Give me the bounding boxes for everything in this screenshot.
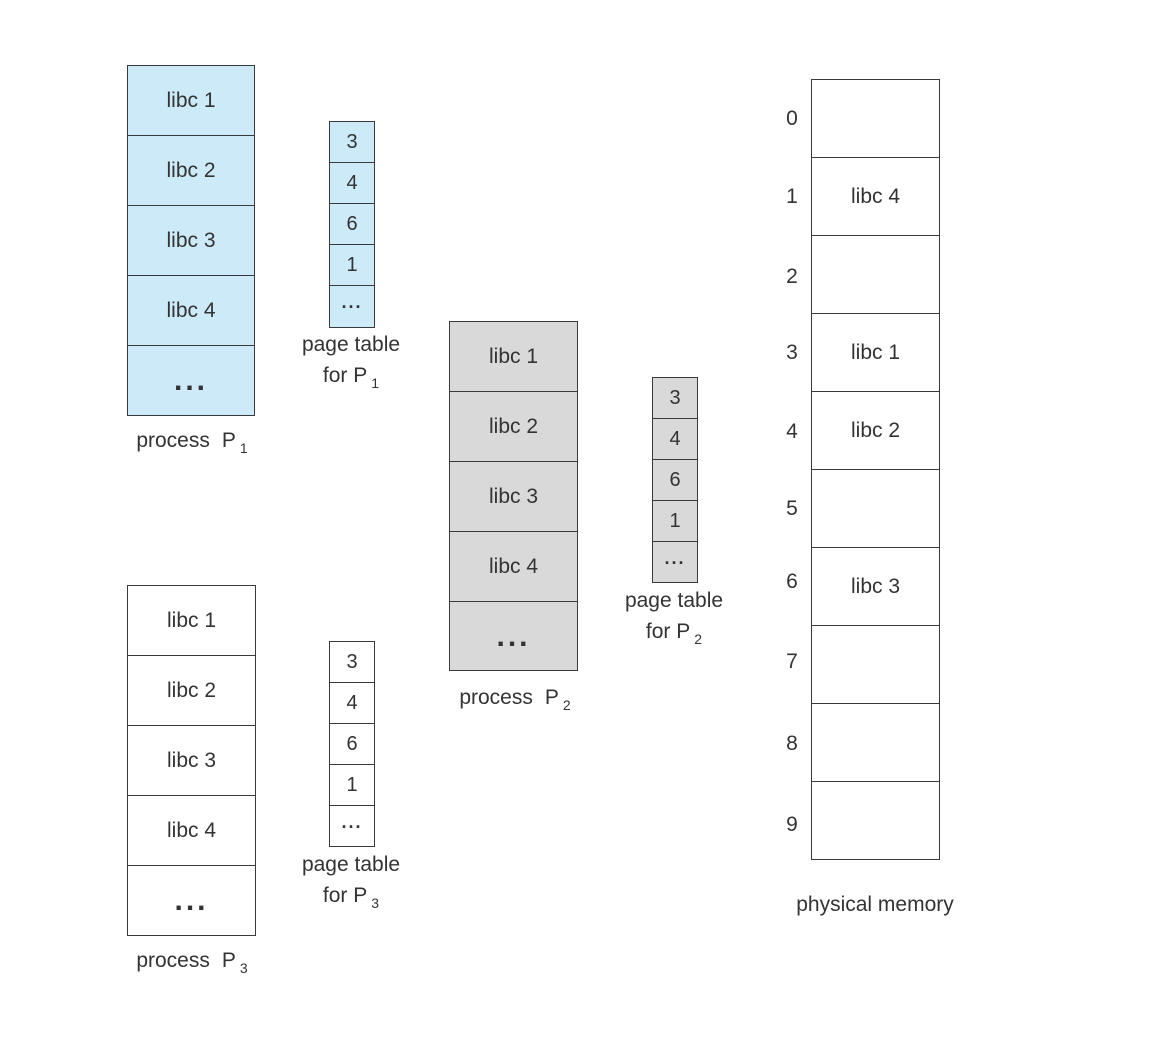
memory-frame-9 <box>812 782 939 860</box>
physical-memory: libc 4 libc 1 libc 2 libc 3 <box>811 79 940 860</box>
process-p2-page: libc 1 <box>450 322 577 392</box>
page-table-p2-entry: 6 <box>653 460 697 501</box>
process-p3-page: libc 3 <box>128 726 255 796</box>
process-p2-page: libc 2 <box>450 392 577 462</box>
memory-frame-5 <box>812 470 939 548</box>
frame-number-1: 1 <box>786 185 798 208</box>
page-table-p1-entry: 3 <box>330 122 374 163</box>
page-table-p3-entry: 6 <box>330 724 374 765</box>
frame-number-7: 7 <box>786 650 798 673</box>
frame-number-5: 5 <box>786 497 798 520</box>
memory-frame-3: libc 1 <box>812 314 939 392</box>
page-table-p3: 3 4 6 1 ··· <box>329 641 375 847</box>
process-p1-page: libc 3 <box>128 206 254 276</box>
process-p3-page: libc 1 <box>128 586 255 656</box>
page-table-p1-more: ··· <box>341 296 363 317</box>
process-p1-page: libc 4 <box>128 276 254 346</box>
page-table-p1-entry: 6 <box>330 204 374 245</box>
frame-number-8: 8 <box>786 732 798 755</box>
frame-number-6: 6 <box>786 570 798 593</box>
page-table-p3-entry: 3 <box>330 642 374 683</box>
page-table-p2-entry: 4 <box>653 419 697 460</box>
memory-frame-7 <box>812 626 939 704</box>
page-table-p3-more: ··· <box>341 816 363 837</box>
page-table-p3-entry: 1 <box>330 765 374 806</box>
process-p3-page: libc 4 <box>128 796 255 866</box>
frame-number-0: 0 <box>786 107 798 130</box>
process-p2-page: libc 4 <box>450 532 577 602</box>
memory-frame-2 <box>812 236 939 314</box>
frame-number-2: 2 <box>786 265 798 288</box>
frame-number-3: 3 <box>786 341 798 364</box>
page-table-p1-entry: 4 <box>330 163 374 204</box>
memory-frame-8 <box>812 704 939 782</box>
process-p1: libc 1 libc 2 libc 3 libc 4 ... <box>127 65 255 416</box>
process-p3: libc 1 libc 2 libc 3 libc 4 ... <box>127 585 256 936</box>
process-p1-page: libc 2 <box>128 136 254 206</box>
memory-frame-1: libc 4 <box>812 158 939 236</box>
memory-frame-6: libc 3 <box>812 548 939 626</box>
page-table-p2-more: ··· <box>664 552 686 573</box>
process-p2: libc 1 libc 2 libc 3 libc 4 ... <box>449 321 578 671</box>
process-p1-page: libc 1 <box>128 66 254 136</box>
frame-number-9: 9 <box>786 813 798 836</box>
page-table-p3-entry: 4 <box>330 683 374 724</box>
page-table-p2-entry: 3 <box>653 378 697 419</box>
frame-number-4: 4 <box>786 420 798 443</box>
memory-frame-4: libc 2 <box>812 392 939 470</box>
process-p3-page: libc 2 <box>128 656 255 726</box>
memory-frame-0 <box>812 80 939 158</box>
page-table-p1-entry: 1 <box>330 245 374 286</box>
page-table-p2: 3 4 6 1 ··· <box>652 377 698 583</box>
page-table-p2-entry: 1 <box>653 501 697 542</box>
process-p2-more: ... <box>496 620 531 653</box>
page-table-p1: 3 4 6 1 ··· <box>329 121 375 328</box>
process-p3-more: ... <box>174 884 209 917</box>
process-p1-more: ... <box>173 364 208 397</box>
physical-memory-label: physical memory <box>796 893 954 916</box>
process-p2-page: libc 3 <box>450 462 577 532</box>
